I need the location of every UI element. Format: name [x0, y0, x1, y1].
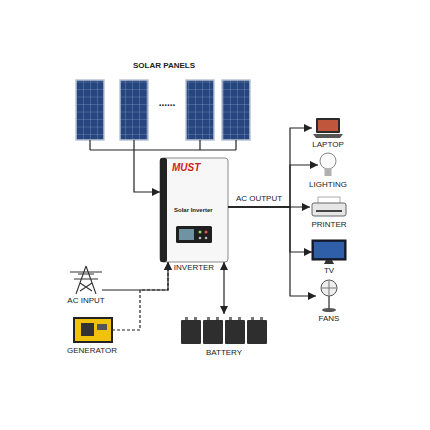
- load-device: FANS: [316, 280, 342, 312]
- edge-label: AC OUTPUT: [235, 195, 283, 204]
- solar-panel: [76, 80, 104, 140]
- inverter-body: [160, 158, 228, 262]
- fan-blades: [322, 281, 336, 295]
- node-caption: AC INPUT: [67, 297, 104, 306]
- inverter-display: [176, 226, 212, 243]
- node-caption: PRINTER: [311, 221, 346, 230]
- printer-slot: [316, 210, 342, 212]
- brand-logo: MUST: [172, 162, 200, 173]
- bulb-icon: [320, 153, 336, 169]
- connector-wire: [112, 262, 168, 330]
- solar-panel: [120, 80, 148, 140]
- battery-icon: [247, 320, 267, 344]
- bulb-base: [325, 168, 332, 176]
- connector-wire: [102, 262, 168, 290]
- battery-terminals: [185, 317, 263, 320]
- ellipsis-mark: ......: [159, 97, 176, 108]
- tv-icon: [312, 240, 346, 260]
- inverter-led: [205, 231, 208, 234]
- connector-wire: [228, 128, 312, 207]
- solar-panel-array: SOLAR PANELS: [72, 76, 256, 150]
- load-device: PRINTER: [310, 196, 348, 218]
- load-device: TV: [312, 240, 346, 264]
- node-caption: SOLAR PANELS: [133, 62, 195, 71]
- power-pylon-icon: [70, 266, 102, 294]
- inverter-led: [199, 231, 202, 234]
- panel-bus-wire: [90, 140, 236, 150]
- battery-bank: [181, 317, 267, 344]
- ac-input-source: AC INPUT: [70, 266, 102, 294]
- generator-panel: [97, 324, 107, 330]
- battery-icon: [181, 320, 201, 344]
- fan-base: [322, 308, 336, 312]
- node-caption: LIGHTING: [309, 181, 347, 190]
- connector-wire: [228, 207, 316, 296]
- connector-wire: [228, 207, 312, 252]
- fan-pole: [328, 296, 330, 309]
- node-caption: TV: [324, 267, 334, 276]
- load-device: LAPTOP: [312, 118, 344, 138]
- battery-bank: BATTERY: [180, 314, 268, 346]
- inverter-unit: MUSTSolar InverterINVERTER: [160, 158, 228, 262]
- laptop-screen: [318, 120, 338, 131]
- laptop-base: [313, 134, 343, 138]
- node-caption: INVERTER: [174, 264, 214, 273]
- node-caption: FANS: [319, 315, 340, 324]
- inverter-side: [160, 158, 167, 262]
- load-device: LIGHTING: [318, 152, 338, 178]
- generator-icon: [74, 318, 112, 342]
- inverter-screen: [179, 229, 194, 240]
- printer-icon: [312, 203, 346, 216]
- node-caption: GENERATOR: [67, 347, 117, 356]
- battery-icon: [225, 320, 245, 344]
- node-caption: LAPTOP: [312, 141, 343, 150]
- tv-stand: [324, 260, 334, 264]
- generator-engine: [81, 323, 94, 336]
- connector-wire: [228, 165, 318, 207]
- laptop-icon: [316, 118, 340, 133]
- solar-panel: [186, 80, 214, 140]
- generator-source: GENERATOR: [72, 316, 112, 344]
- connector-wire: [223, 262, 224, 314]
- tv-screen: [314, 242, 344, 258]
- inverter-button: [205, 237, 208, 240]
- device-label: Solar Inverter: [174, 207, 213, 214]
- fan-icon: [321, 280, 337, 296]
- battery-icon: [203, 320, 223, 344]
- connector-wire: [134, 150, 160, 192]
- inverter-button: [199, 237, 202, 240]
- solar-panel: [222, 80, 250, 140]
- node-caption: BATTERY: [206, 349, 242, 358]
